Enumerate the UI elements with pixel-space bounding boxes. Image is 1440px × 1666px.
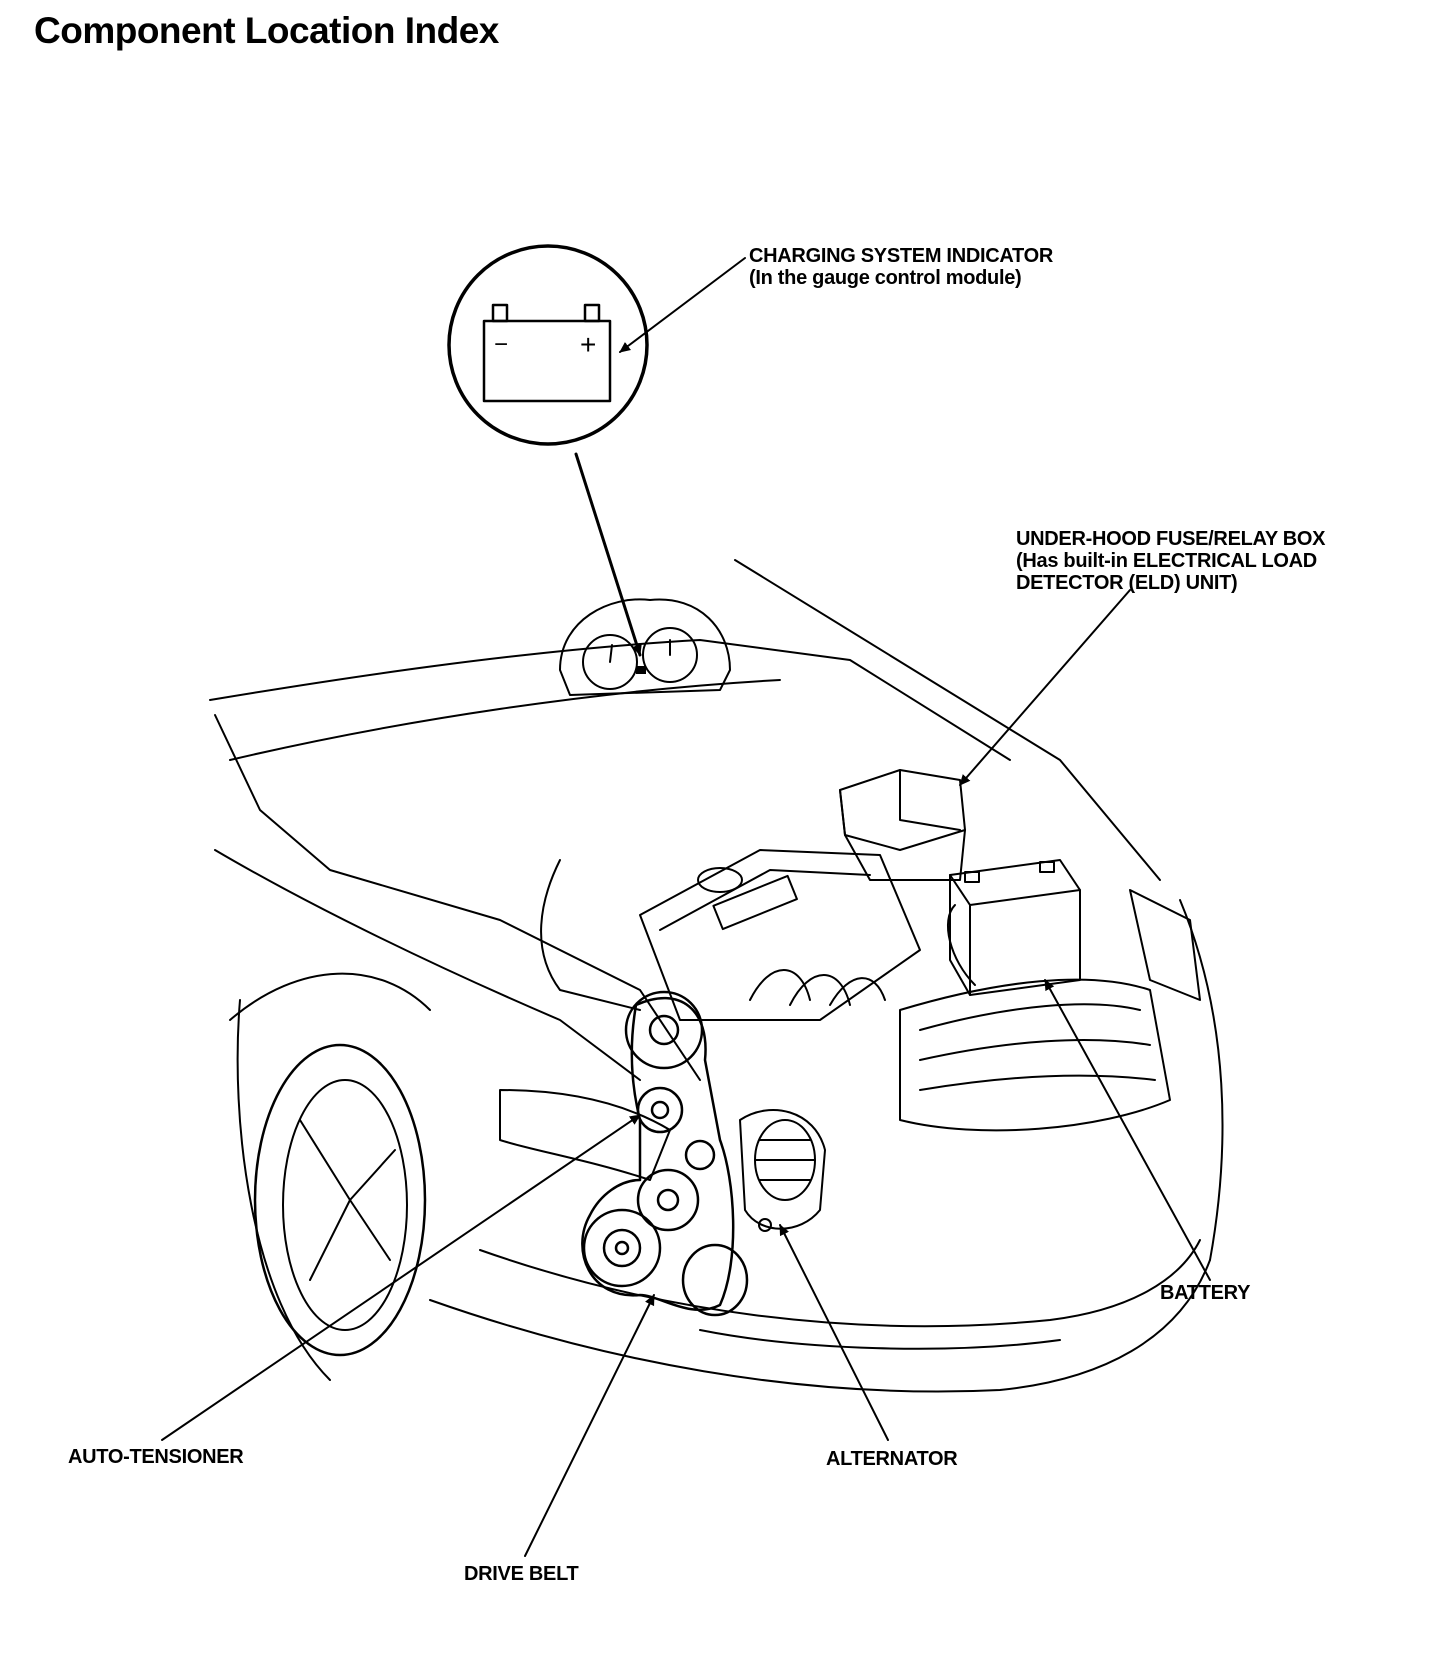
callout-drive-belt: DRIVE BELT	[464, 1563, 579, 1585]
under-hood-fuse-box	[839, 769, 966, 881]
battery-plus-symbol: +	[580, 329, 596, 360]
belt-drive	[581, 990, 749, 1317]
leader-battery	[1044, 979, 1211, 1281]
callout-battery: BATTERY	[1160, 1282, 1251, 1304]
callout-fuse-line1: UNDER-HOOD FUSE/RELAY BOX	[1016, 528, 1326, 550]
leader-drive-belt	[524, 1294, 655, 1557]
callout-fuse-line2: (Has built-in ELECTRICAL LOAD	[1016, 550, 1317, 572]
gauge-cluster	[559, 598, 731, 696]
callout-charging-system-indicator: CHARGING SYSTEM INDICATOR (In the gauge …	[749, 245, 1053, 289]
leader-charging-indicator	[619, 257, 746, 353]
leader-lines	[161, 257, 1211, 1557]
callout-alternator: ALTERNATOR	[826, 1448, 958, 1470]
callout-fuse-line3: DETECTOR (ELD) UNIT)	[1016, 572, 1238, 594]
callout-auto-tensioner: AUTO-TENSIONER	[68, 1446, 244, 1468]
battery-minus-symbol: −	[494, 331, 508, 358]
charging-indicator-magnifier: − +	[447, 244, 649, 657]
page-title: Component Location Index	[34, 10, 499, 51]
car-body	[209, 559, 1224, 1393]
leader-auto-tensioner	[161, 1114, 641, 1441]
battery-unit	[946, 859, 1081, 996]
callout-charging-line1: CHARGING SYSTEM INDICATOR	[749, 245, 1053, 267]
callout-charging-line2: (In the gauge control module)	[749, 267, 1022, 289]
engine	[540, 849, 921, 1021]
leader-alternator	[779, 1224, 889, 1441]
callout-fuse-relay-box: UNDER-HOOD FUSE/RELAY BOX (Has built-in …	[1016, 528, 1326, 594]
alternator-unit	[739, 1109, 826, 1232]
leader-fuse-box	[959, 589, 1131, 786]
